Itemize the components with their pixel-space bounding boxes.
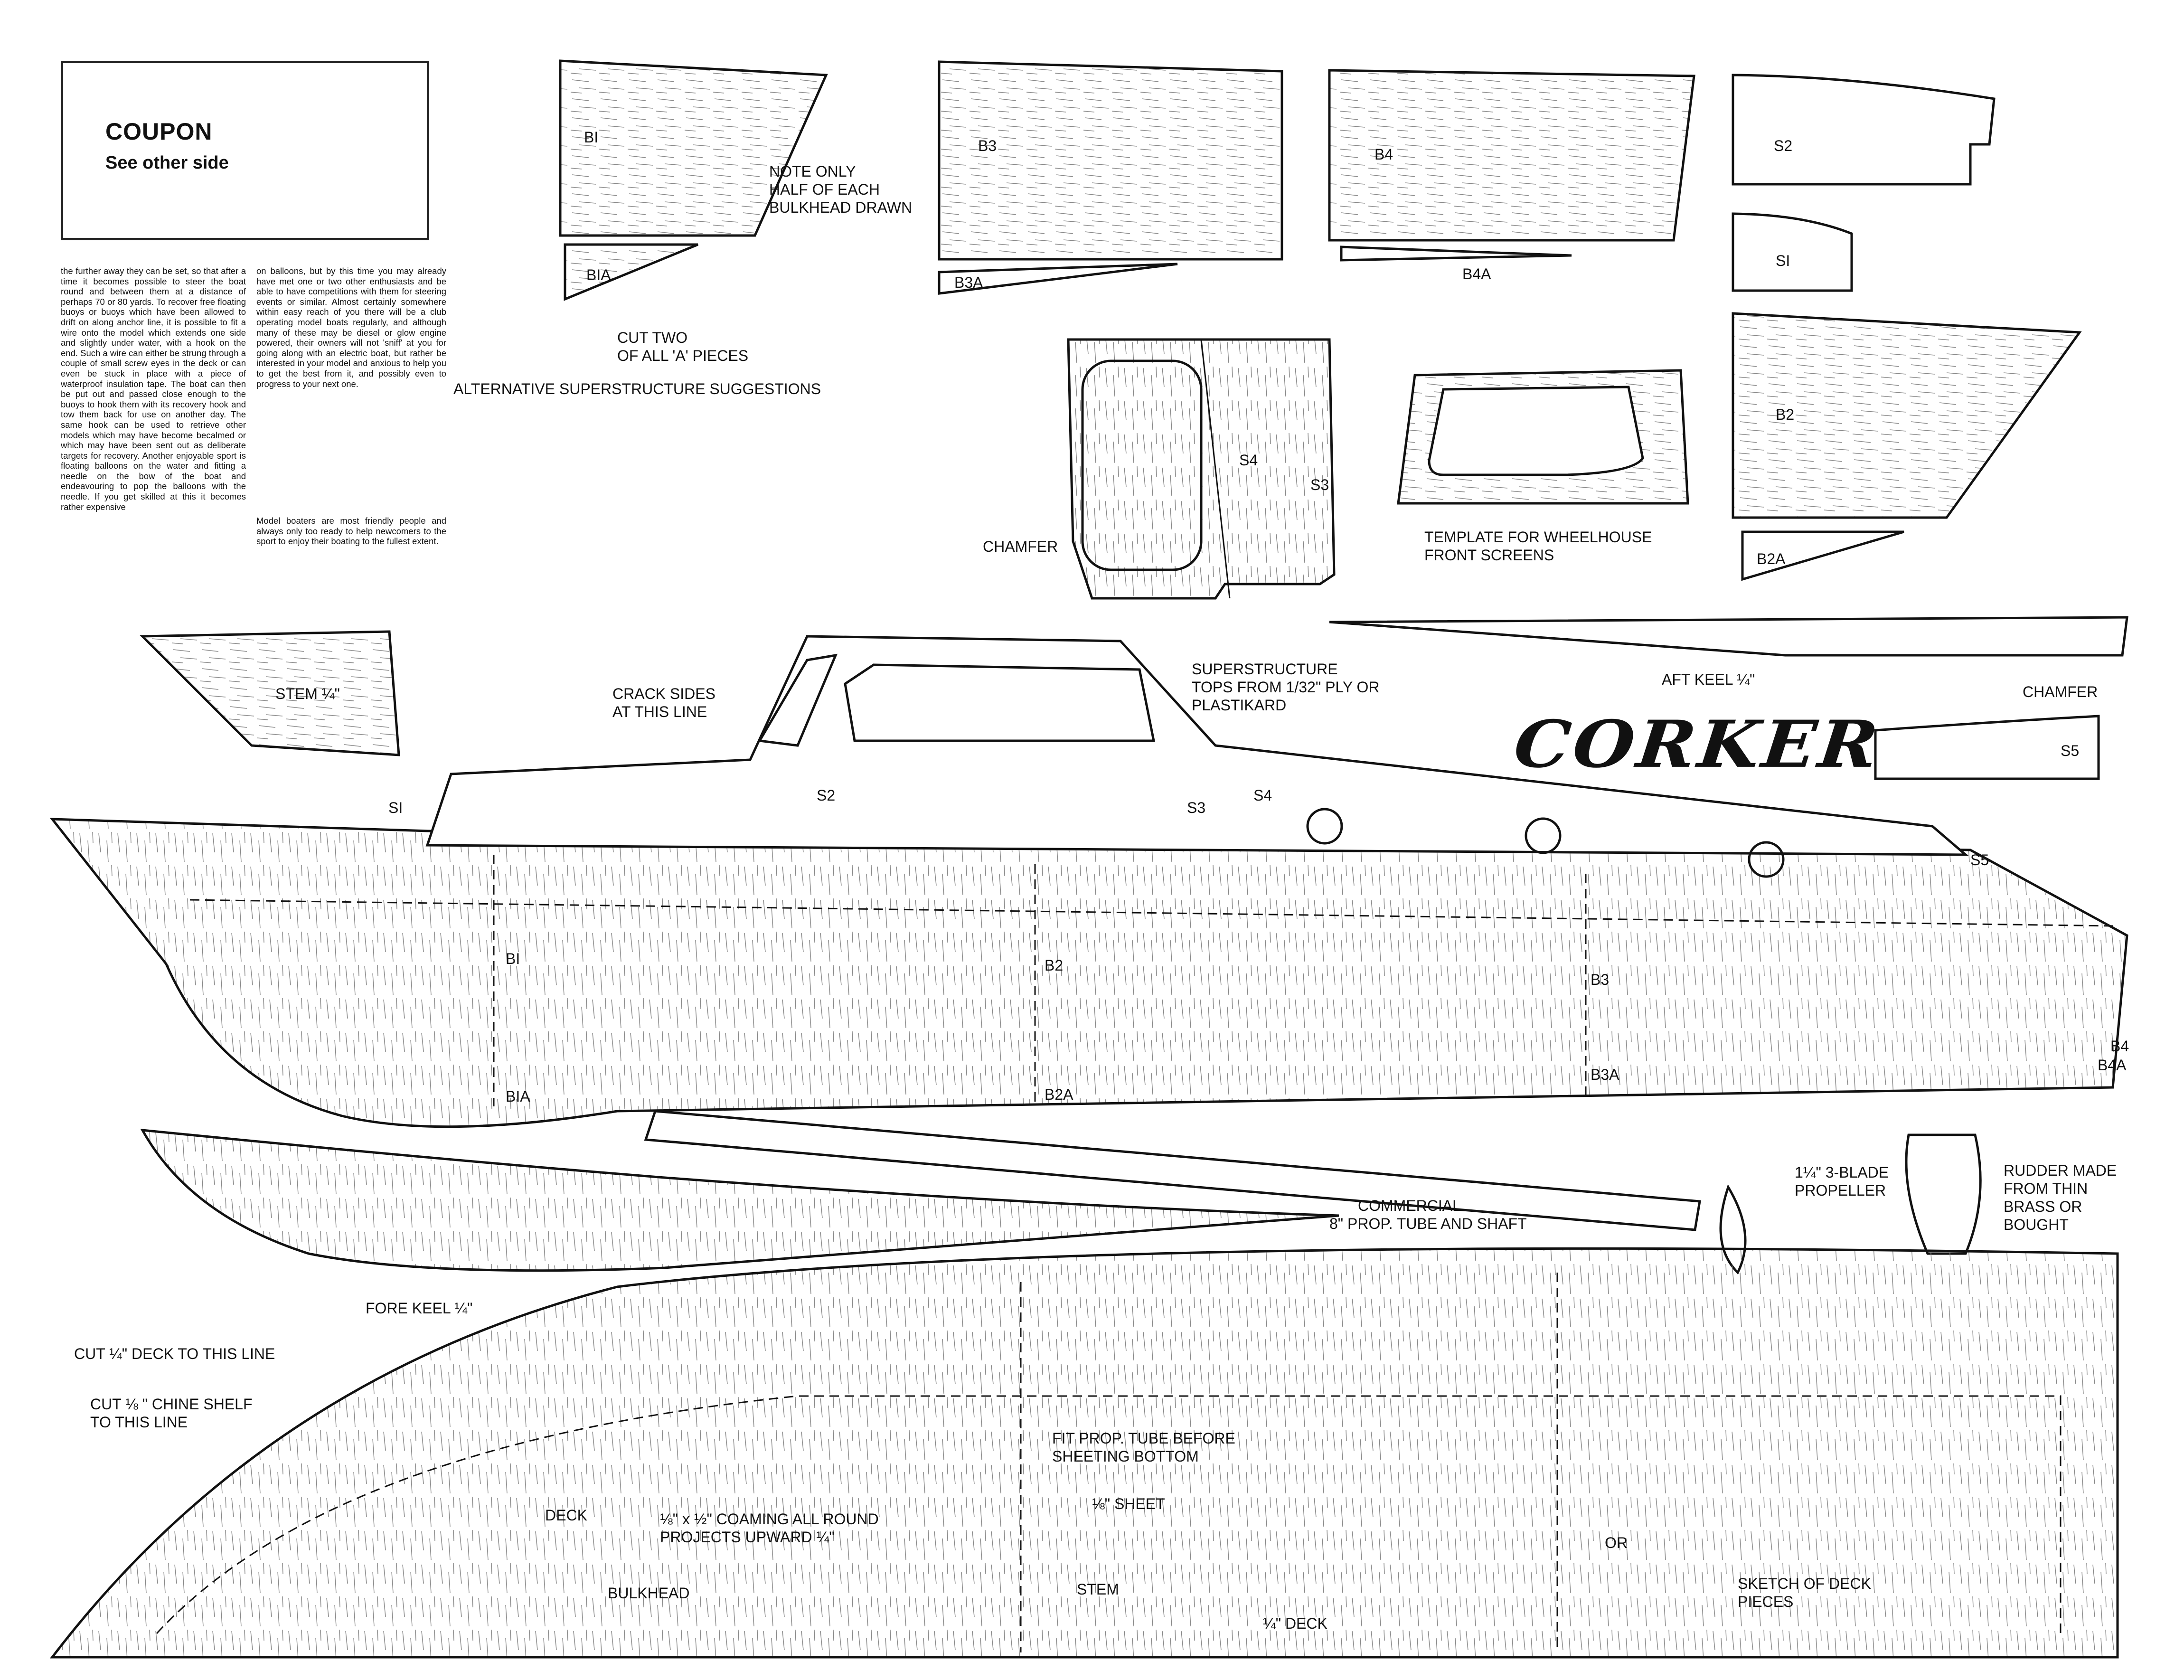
deck-plan xyxy=(49,1247,2119,1659)
label-template-2: FRONT SCREENS xyxy=(1424,547,1554,564)
label-s4: S4 xyxy=(1239,452,1258,469)
label-aft-keel: AFT KEEL ¼" xyxy=(1662,671,1755,688)
label-sheet: ⅛" SHEET xyxy=(1092,1495,1165,1512)
label-chamfer-s5: CHAMFER xyxy=(2023,683,2098,700)
label-rudder-4: BOUGHT xyxy=(2004,1216,2069,1233)
label-hull-b3: B3 xyxy=(1591,971,1609,988)
stem-piece xyxy=(140,630,400,756)
label-crack-2: AT THIS LINE xyxy=(612,703,707,720)
fore-keel xyxy=(140,1129,1339,1272)
label-tube-2: 8" PROP. TUBE AND SHAFT xyxy=(1329,1215,1527,1232)
article-column-2-end: Model boaters are most friendly people a… xyxy=(256,516,446,547)
label-hull-s2: S2 xyxy=(817,787,835,804)
label-template-1: TEMPLATE FOR WHEELHOUSE xyxy=(1424,529,1652,546)
s4-window xyxy=(1081,359,1203,571)
bulkhead-b1a xyxy=(564,243,698,301)
label-sketch-2: PIECES xyxy=(1738,1593,1793,1610)
label-b1a: BIA xyxy=(586,266,611,283)
label-b2: B2 xyxy=(1776,406,1794,423)
label-hull-b2: B2 xyxy=(1045,957,1063,974)
label-prop-1: 1¼" 3-BLADE xyxy=(1795,1164,1889,1181)
article-column-2: on balloons, but by this time you may al… xyxy=(256,266,446,389)
label-hull-b1: BI xyxy=(506,950,520,967)
rudder xyxy=(1905,1133,1982,1255)
label-fit-prop-2: SHEETING BOTTOM xyxy=(1052,1448,1199,1465)
side-s5 xyxy=(1874,715,2100,780)
superstructure xyxy=(425,635,1969,856)
bulkhead-b4a xyxy=(1340,245,1572,262)
coupon-box xyxy=(61,61,429,240)
label-cut-chine-1: CUT ⅛ " CHINE SHELF xyxy=(90,1396,253,1413)
label-prop-2: PROPELLER xyxy=(1795,1182,1886,1199)
label-stem: STEM ¼" xyxy=(275,685,340,702)
label-b3: B3 xyxy=(978,137,997,154)
bulkhead-b3a xyxy=(938,263,1178,295)
label-chamfer: CHAMFER xyxy=(983,538,1058,555)
label-s1: SI xyxy=(1776,252,1790,269)
label-hull-b2a: B2A xyxy=(1045,1086,1073,1103)
label-tube-1: COMMERCIAL xyxy=(1358,1197,1461,1214)
label-rudder-1: RUDDER MADE xyxy=(2004,1162,2117,1179)
coupon-subtitle: See other side xyxy=(105,153,229,173)
label-b3a: B3A xyxy=(954,274,983,291)
label-s3: S3 xyxy=(1310,476,1329,493)
label-alt-super: ALTERNATIVE SUPERSTRUCTURE SUGGESTIONS xyxy=(453,380,821,397)
label-bulkhead: BULKHEAD xyxy=(608,1585,690,1602)
label-note-3: BULKHEAD DRAWN xyxy=(769,199,912,216)
label-hull-b4: B4 xyxy=(2110,1038,2129,1055)
label-coaming-1: ⅛" x ½" COAMING ALL ROUND xyxy=(660,1510,879,1528)
prop-tube xyxy=(644,1110,1701,1231)
label-hull-b3a: B3A xyxy=(1591,1066,1619,1083)
bulkhead-b2a xyxy=(1741,530,1904,581)
label-b2a: B2A xyxy=(1757,550,1786,567)
label-b4: B4 xyxy=(1374,146,1393,163)
label-hull-s1: SI xyxy=(388,799,403,816)
label-sketch-1: SKETCH OF DECK xyxy=(1738,1575,1871,1592)
label-super-tops-2: TOPS FROM 1/32" PLY OR xyxy=(1192,679,1379,696)
label-fore-keel: FORE KEEL ¼" xyxy=(366,1300,472,1317)
label-cut-deck: CUT ¼" DECK TO THIS LINE xyxy=(74,1345,275,1362)
label-hull-s5: S5 xyxy=(1970,851,1989,868)
coupon-title: COUPON xyxy=(105,118,213,145)
label-note-2: HALF OF EACH xyxy=(769,181,880,198)
label-deck: DECK xyxy=(545,1507,587,1524)
bulkhead-b2 xyxy=(1732,312,2082,519)
article-column-1: the further away they can be set, so tha… xyxy=(61,266,246,512)
label-note-1: NOTE ONLY xyxy=(769,163,856,180)
side-s2 xyxy=(1732,74,1996,186)
bulkhead-b4 xyxy=(1328,69,1695,242)
side-s1 xyxy=(1732,212,1853,292)
hull-side xyxy=(49,818,2128,1128)
label-b1: BI xyxy=(584,129,598,146)
bulkhead-b1 xyxy=(559,59,828,237)
label-hull-b4a: B4A xyxy=(2098,1057,2127,1074)
label-fit-prop-1: FIT PROP. TUBE BEFORE xyxy=(1052,1430,1235,1447)
label-hull-s3: S3 xyxy=(1187,799,1205,816)
label-rudder-3: BRASS OR xyxy=(2004,1198,2082,1215)
label-or: OR xyxy=(1605,1534,1628,1551)
bulkhead-b3 xyxy=(938,60,1283,261)
label-super-tops-3: PLASTIKARD xyxy=(1192,697,1286,714)
label-s2: S2 xyxy=(1774,137,1792,154)
label-crack-1: CRACK SIDES xyxy=(612,685,715,702)
label-quarter-deck: ¼" DECK xyxy=(1263,1615,1327,1632)
label-super-tops-1: SUPERSTRUCTURE xyxy=(1192,661,1338,678)
label-b4a: B4A xyxy=(1462,265,1491,283)
label-hull-b1a: BIA xyxy=(506,1088,530,1105)
aft-keel xyxy=(1329,616,2128,657)
label-cut-chine-2: TO THIS LINE xyxy=(90,1414,188,1431)
label-s5: S5 xyxy=(2061,742,2079,759)
label-rudder-2: FROM THIN xyxy=(2004,1180,2088,1197)
label-hull-s4: S4 xyxy=(1253,787,1272,804)
label-cut-two-1: CUT TWO xyxy=(617,329,687,346)
label-stem-deck: STEM xyxy=(1077,1581,1119,1598)
label-cut-two-2: OF ALL 'A' PIECES xyxy=(617,347,748,364)
label-coaming-2: PROJECTS UPWARD ¼" xyxy=(660,1529,835,1546)
